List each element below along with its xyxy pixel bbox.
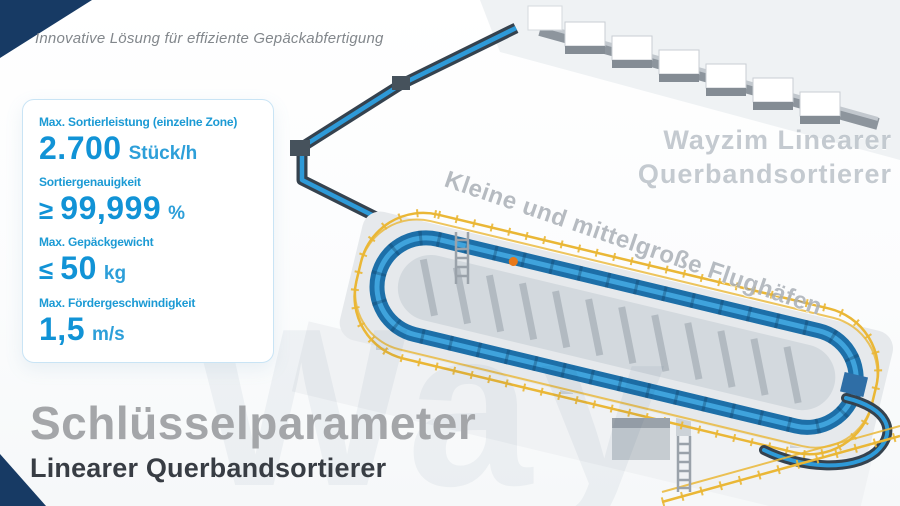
spec-number: 1,5 xyxy=(39,310,85,347)
parcel-item xyxy=(508,257,518,267)
service-equipment xyxy=(612,418,670,460)
feed-conveyor xyxy=(290,23,519,243)
induction-stations xyxy=(527,5,880,130)
bottom-fence xyxy=(660,425,900,506)
spec-label: Sortiergenauigkeit xyxy=(39,175,141,190)
spec-unit: kg xyxy=(103,263,127,285)
sorter-loop xyxy=(339,208,894,460)
spec-item-foerdergeschwindigkeit: Max. Fördergeschwindigkeit 1,5 m/s xyxy=(39,296,258,347)
tagline: Innovative Lösung für effiziente Gepäcka… xyxy=(35,30,384,47)
ladder-center xyxy=(454,232,470,284)
ladder-bottom xyxy=(676,436,692,492)
page-title: Schlüsselparameter xyxy=(30,397,477,449)
spec-number: 2.700 xyxy=(39,130,122,166)
spec-value: 2.700 Stück/h xyxy=(39,130,258,166)
spec-unit: Stück/h xyxy=(128,143,198,164)
floor-under-loop xyxy=(291,321,873,506)
spec-item-gepaeckgewicht: Max. Gepäckgewicht ≤ 50 kg xyxy=(39,235,258,286)
drive-motor xyxy=(840,371,869,397)
spec-number: 50 xyxy=(60,250,97,287)
spec-value: ≤ 50 kg xyxy=(39,251,258,286)
title-block: Schlüsselparameter Linearer Querbandsort… xyxy=(30,399,476,484)
spec-unit: % xyxy=(168,203,186,225)
spec-value: ≥ 99,999 % xyxy=(39,190,258,227)
spec-label: Max. Gepäckgewicht xyxy=(39,235,154,250)
corner-accent-bottom-left xyxy=(0,454,46,506)
spec-label: Max. Sortierleistung (einzelne Zone) xyxy=(39,115,238,129)
spec-value: 1,5 m/s xyxy=(39,310,258,347)
spec-prefix: ≥ xyxy=(39,195,54,226)
page-subtitle: Linearer Querbandsortierer xyxy=(30,453,387,484)
spec-item-sortiergenauigkeit: Sortiergenauigkeit ≥ 99,999 % xyxy=(39,175,258,226)
spec-unit: m/s xyxy=(91,323,125,345)
corner-accent-top-left xyxy=(0,0,92,58)
sorter-chutes xyxy=(419,258,802,404)
spec-prefix: ≤ xyxy=(39,255,54,286)
spec-card: Max. Sortierleistung (einzelne Zone) 2.7… xyxy=(22,99,274,363)
spec-item-sortierleistung: Max. Sortierleistung (einzelne Zone) 2.7… xyxy=(39,115,258,166)
spec-number: 99,999 xyxy=(60,190,162,227)
safety-fence-posts xyxy=(350,208,883,459)
spec-label: Max. Fördergeschwindigkeit xyxy=(39,295,196,310)
